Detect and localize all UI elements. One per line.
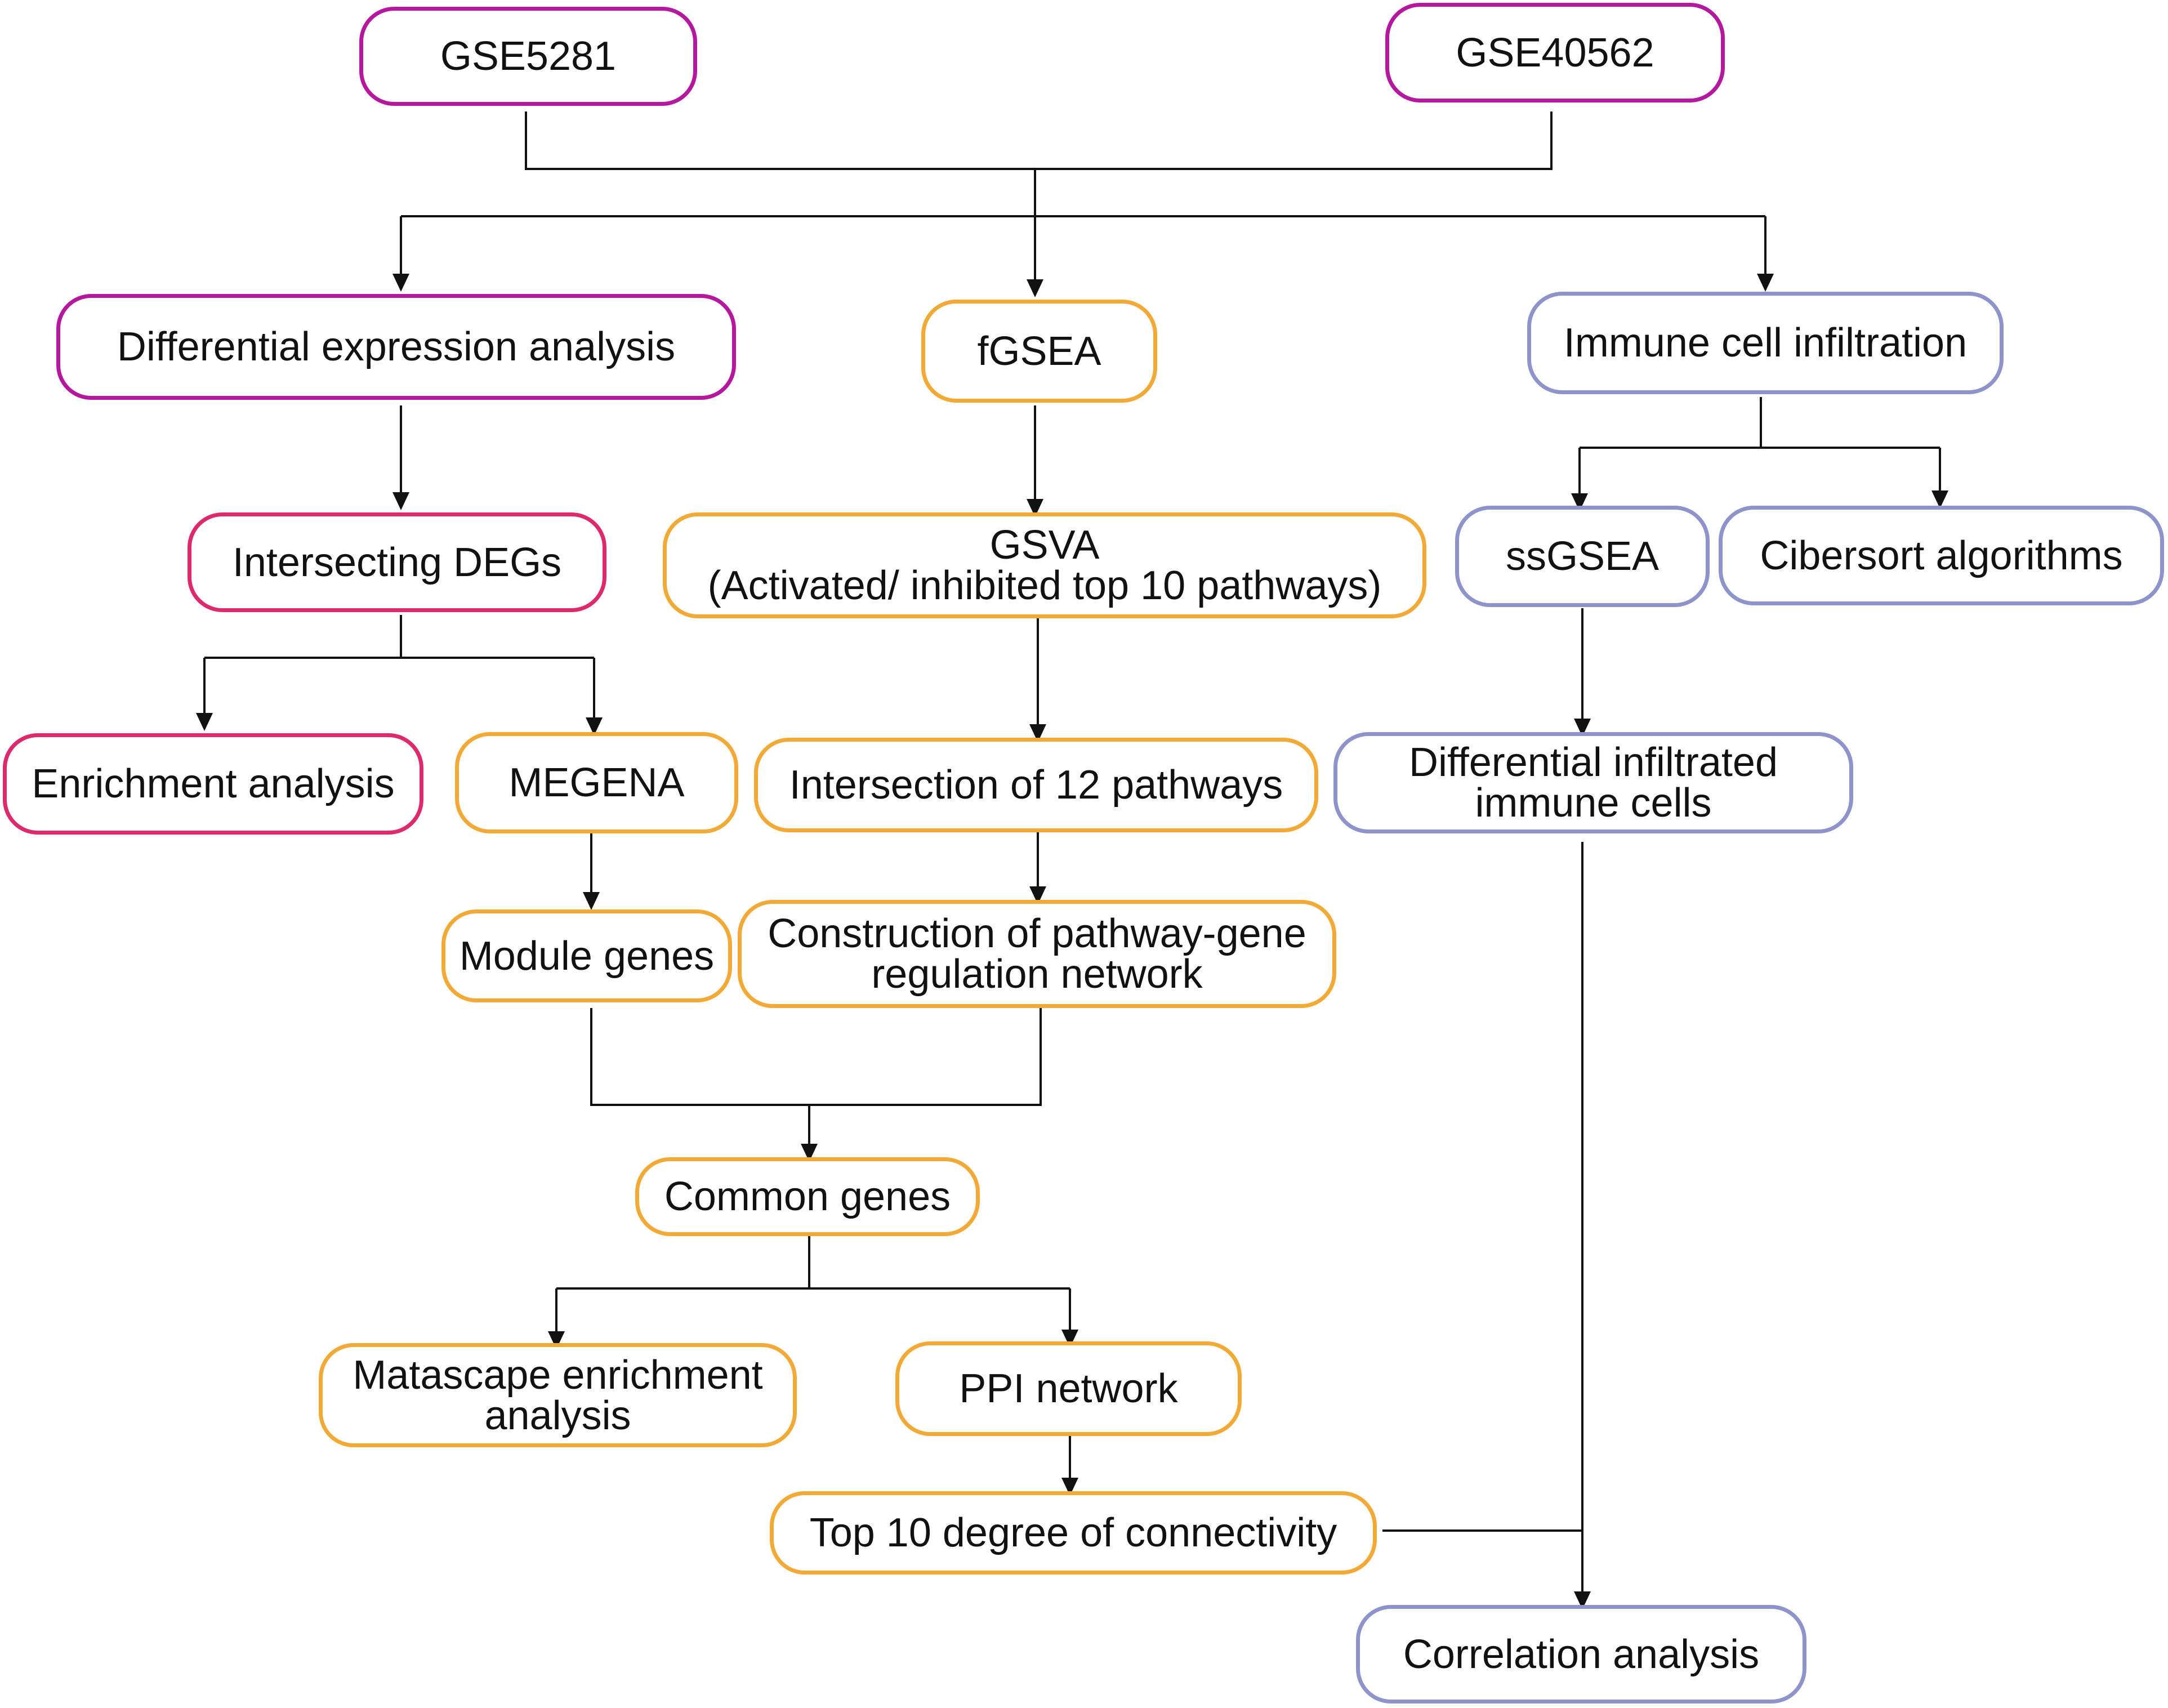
node-cibersort-label: Cibersort algorithms bbox=[1760, 533, 2123, 578]
arrowhead-megena bbox=[586, 717, 603, 735]
node-cibersort: Cibersort algorithms bbox=[1719, 506, 2164, 605]
node-pathway-gene-network-label: Construction of pathway-gene regulation … bbox=[768, 911, 1306, 997]
node-gsva: GSVA (Activated/ inhibited top 10 pathwa… bbox=[663, 512, 1426, 618]
arrowhead-intersection-pathways bbox=[1029, 724, 1046, 742]
node-correlation-analysis: Correlation analysis bbox=[1356, 1605, 1806, 1703]
arrowhead-differential-expression bbox=[392, 274, 409, 292]
node-common-genes: Common genes bbox=[635, 1157, 980, 1236]
node-differential-expression: Differential expression analysis bbox=[56, 294, 736, 400]
node-top10-connectivity-label: Top 10 degree of connectivity bbox=[809, 1510, 1337, 1555]
node-ssgsea-label: ssGSEA bbox=[1505, 534, 1660, 579]
arrowhead-immune-infiltration bbox=[1757, 274, 1774, 292]
node-gsva-label: GSVA (Activated/ inhibited top 10 pathwa… bbox=[707, 523, 1382, 608]
arrowhead-correlation-analysis bbox=[1574, 1591, 1591, 1609]
node-megena-label: MEGENA bbox=[508, 760, 685, 805]
node-gse5281-label: GSE5281 bbox=[440, 34, 617, 79]
node-correlation-analysis-label: Correlation analysis bbox=[1403, 1631, 1760, 1677]
arrowhead-module-genes bbox=[583, 892, 600, 910]
node-gse40562-label: GSE40562 bbox=[1456, 30, 1654, 75]
node-ppi-network: PPI network bbox=[895, 1341, 1242, 1436]
node-fgsea-label: fGSEA bbox=[977, 328, 1101, 374]
arrowhead-intersecting-degs bbox=[392, 492, 409, 510]
node-intersection-pathways: Intersection of 12 pathways bbox=[754, 738, 1318, 832]
node-module-genes-label: Module genes bbox=[459, 933, 715, 979]
arrowhead-pathway-gene-network bbox=[1029, 886, 1046, 904]
arrowhead-top10-connectivity bbox=[1061, 1478, 1078, 1496]
node-ssgsea: ssGSEA bbox=[1455, 506, 1710, 607]
arrowhead-ssgsea bbox=[1571, 493, 1588, 511]
node-gse40562: GSE40562 bbox=[1385, 3, 1725, 102]
node-gse5281: GSE5281 bbox=[359, 7, 697, 106]
node-enrichment-analysis-label: Enrichment analysis bbox=[32, 761, 395, 806]
arrowhead-fgsea bbox=[1027, 279, 1043, 297]
arrowhead-common-genes bbox=[801, 1144, 818, 1162]
arrowhead-enrichment-analysis bbox=[196, 713, 213, 731]
arrowhead-cibersort bbox=[1931, 490, 1948, 509]
arrowhead-gsva bbox=[1027, 499, 1043, 517]
arrowhead-ppi-network bbox=[1061, 1330, 1078, 1348]
node-common-genes-label: Common genes bbox=[664, 1174, 951, 1219]
node-top10-connectivity: Top 10 degree of connectivity bbox=[770, 1491, 1377, 1575]
connector-gse5281-merge bbox=[525, 112, 1553, 170]
arrowhead-differential-immune-cells bbox=[1574, 719, 1591, 737]
node-differential-immune-cells: Differential infiltrated immune cells bbox=[1333, 732, 1853, 833]
node-pathway-gene-network: Construction of pathway-gene regulation … bbox=[738, 900, 1336, 1008]
connector-immune-split bbox=[1580, 397, 1940, 449]
node-intersection-pathways-label: Intersection of 12 pathways bbox=[789, 762, 1283, 808]
node-megena: MEGENA bbox=[455, 732, 738, 833]
node-intersecting-degs: Intersecting DEGs bbox=[188, 512, 606, 612]
node-immune-infiltration: Immune cell infiltration bbox=[1527, 292, 2004, 394]
node-enrichment-analysis: Enrichment analysis bbox=[3, 733, 423, 835]
node-differential-expression-label: Differential expression analysis bbox=[117, 324, 676, 369]
arrowhead-metascape bbox=[548, 1331, 565, 1349]
node-metascape-label: Matascape enrichment analysis bbox=[353, 1352, 763, 1438]
node-metascape: Matascape enrichment analysis bbox=[319, 1343, 797, 1447]
connector-module-network-merge bbox=[590, 1008, 1042, 1106]
node-module-genes: Module genes bbox=[441, 909, 732, 1002]
connector-common-genes-split bbox=[556, 1236, 1070, 1290]
node-intersecting-degs-label: Intersecting DEGs bbox=[232, 539, 562, 585]
node-immune-infiltration-label: Immune cell infiltration bbox=[1563, 320, 1968, 365]
node-ppi-network-label: PPI network bbox=[959, 1366, 1178, 1411]
node-fgsea: fGSEA bbox=[921, 300, 1157, 403]
node-differential-immune-cells-label: Differential infiltrated immune cells bbox=[1409, 740, 1778, 826]
connector-degs-split bbox=[204, 615, 594, 659]
